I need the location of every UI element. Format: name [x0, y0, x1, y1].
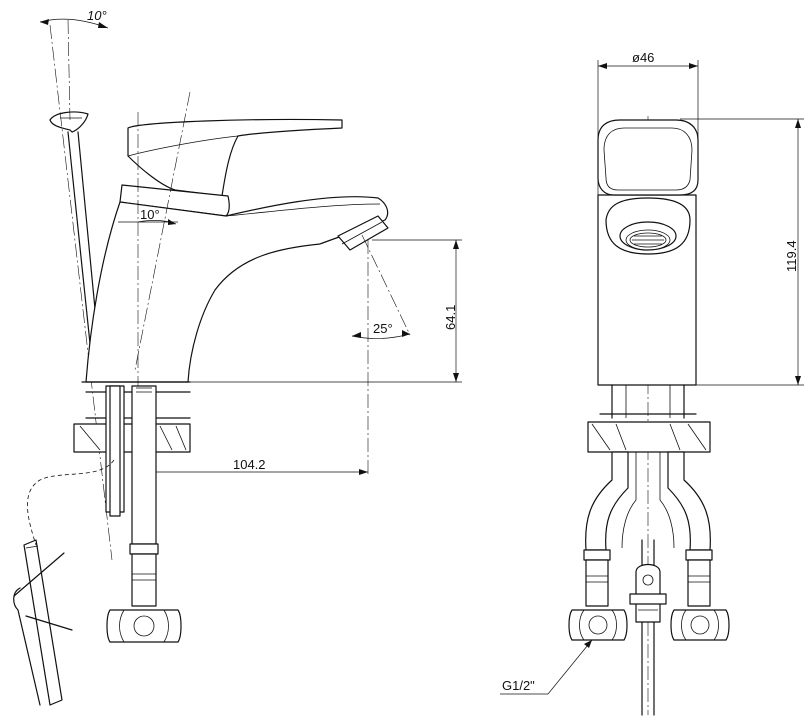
pull-cable: [27, 459, 115, 546]
spout-reach-dimension: 104.2: [138, 457, 368, 475]
faucet-body-front: [597, 119, 699, 386]
thread-label: G1/2": [502, 678, 535, 693]
spout-height-label: 64.1: [443, 305, 458, 330]
lever-angle-indicator: 10°: [39, 8, 113, 561]
mounting-assembly-side: [73, 385, 191, 643]
spout-reach-label: 104.2: [233, 457, 266, 472]
spout-angle-label: 10°: [140, 207, 160, 222]
spout-height-dimension: 64.1: [190, 239, 462, 383]
thread-callout: G1/2": [500, 639, 593, 695]
front-view: ø46 119.4: [500, 50, 804, 716]
total-height-dimension: 119.4: [680, 118, 804, 386]
side-view: 10° 10°: [13, 8, 462, 706]
body-diameter-label: ø46: [632, 50, 654, 65]
body-diameter-dimension: ø46: [597, 50, 699, 195]
drain-linkage: [13, 539, 73, 706]
aerator-angle-label: 25°: [373, 321, 393, 336]
aerator-angle-indicator: 25°: [351, 234, 411, 475]
mounting-assembly-front: [568, 384, 730, 716]
faucet-body-side: [81, 118, 389, 383]
total-height-label: 119.4: [784, 240, 799, 272]
lever-angle-label: 10°: [87, 8, 107, 23]
